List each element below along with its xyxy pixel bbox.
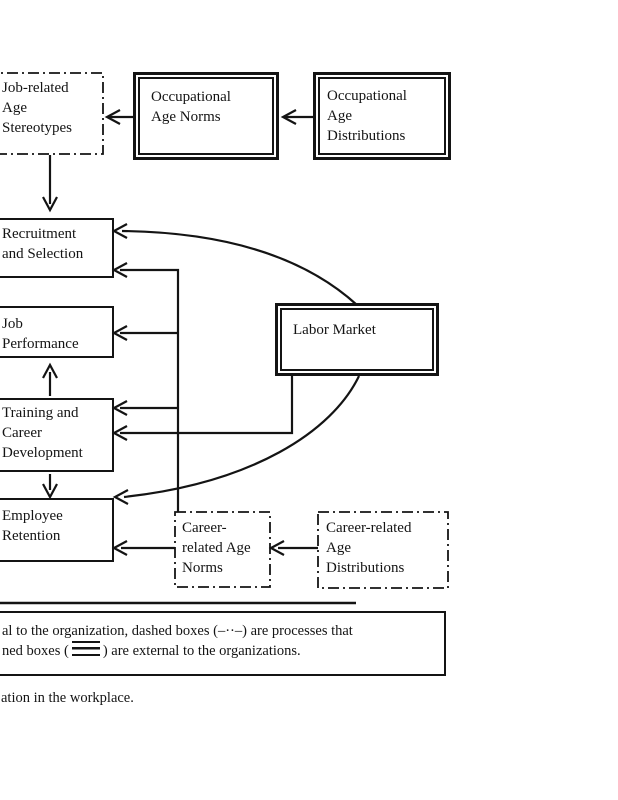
legend-line-1: al to the organization, dashed boxes (–·… — [2, 623, 353, 639]
arrow-stereotypes-to-recruitment-head — [42, 196, 58, 213]
occupational-age-distributions-box-inner-border — [318, 77, 446, 155]
stereotypes-label: Job-related Age Stereotypes — [2, 80, 72, 136]
labor-market-label: Labor Market — [293, 322, 376, 338]
arrow-career-dist-to-norms-head — [268, 540, 285, 556]
occupational-age-distributions-label: Occupational Age Distributions — [327, 88, 407, 144]
arrow-training-to-jobperf-head — [42, 362, 58, 379]
legend-line-2-suffix: ) are external to the organizations. — [102, 643, 301, 659]
arrow-labor-to-recruitment-head — [111, 223, 128, 239]
labor-to-training-line — [120, 376, 294, 435]
arrow-branch-to-job-performance-head — [111, 325, 128, 341]
labor-to-recruitment-curve — [121, 229, 358, 306]
training-box — [0, 398, 114, 472]
occupational-age-norms-box-inner-border — [138, 77, 274, 155]
figure-caption: ation in the workplace. — [1, 690, 134, 706]
recruitment-box — [0, 218, 114, 278]
labor-market-box-inner-border — [280, 308, 434, 371]
legend-line-2-prefix: ned boxes ( — [2, 643, 69, 659]
trunk-career-norms-line — [120, 268, 180, 512]
recruitment-label: Recruitment and Selection — [2, 226, 84, 262]
arrow-career-norms-to-employee-head — [111, 540, 128, 556]
training-label: Training and Career Development — [2, 405, 83, 461]
employee-retention-box — [0, 498, 114, 562]
arrow-labor-to-training-head — [111, 425, 128, 441]
job-performance-box — [0, 306, 114, 358]
occupational-age-norms-box — [133, 72, 279, 160]
occupational-age-distributions-box — [313, 72, 451, 160]
legend-line-2: ned boxes ( ) are external to the organiz… — [2, 641, 353, 661]
arrow-norms-to-stereotypes-head — [104, 109, 121, 125]
labor-to-employee-curve — [123, 375, 360, 499]
employee-retention-label: Employee Retention — [2, 508, 63, 544]
arrow-trunk-to-recruitment-head — [111, 262, 128, 278]
career-related-age-norms-label: Career- related Age Norms — [182, 520, 251, 576]
arrow-branch-to-training-head — [111, 400, 128, 416]
triple-line-box-icon — [71, 641, 100, 656]
occupational-age-norms-label: Occupational Age Norms — [151, 89, 231, 125]
career-related-age-distributions-label: Career-related Age Distributions — [326, 520, 412, 576]
legend-note-text: al to the organization, dashed boxes (–·… — [2, 622, 353, 661]
job-performance-label: Job Performance — [2, 316, 79, 352]
arrow-training-to-employee-head — [42, 483, 58, 500]
arrow-labor-to-employee-head — [112, 489, 129, 505]
arrow-dist-to-norms-head — [280, 109, 297, 125]
